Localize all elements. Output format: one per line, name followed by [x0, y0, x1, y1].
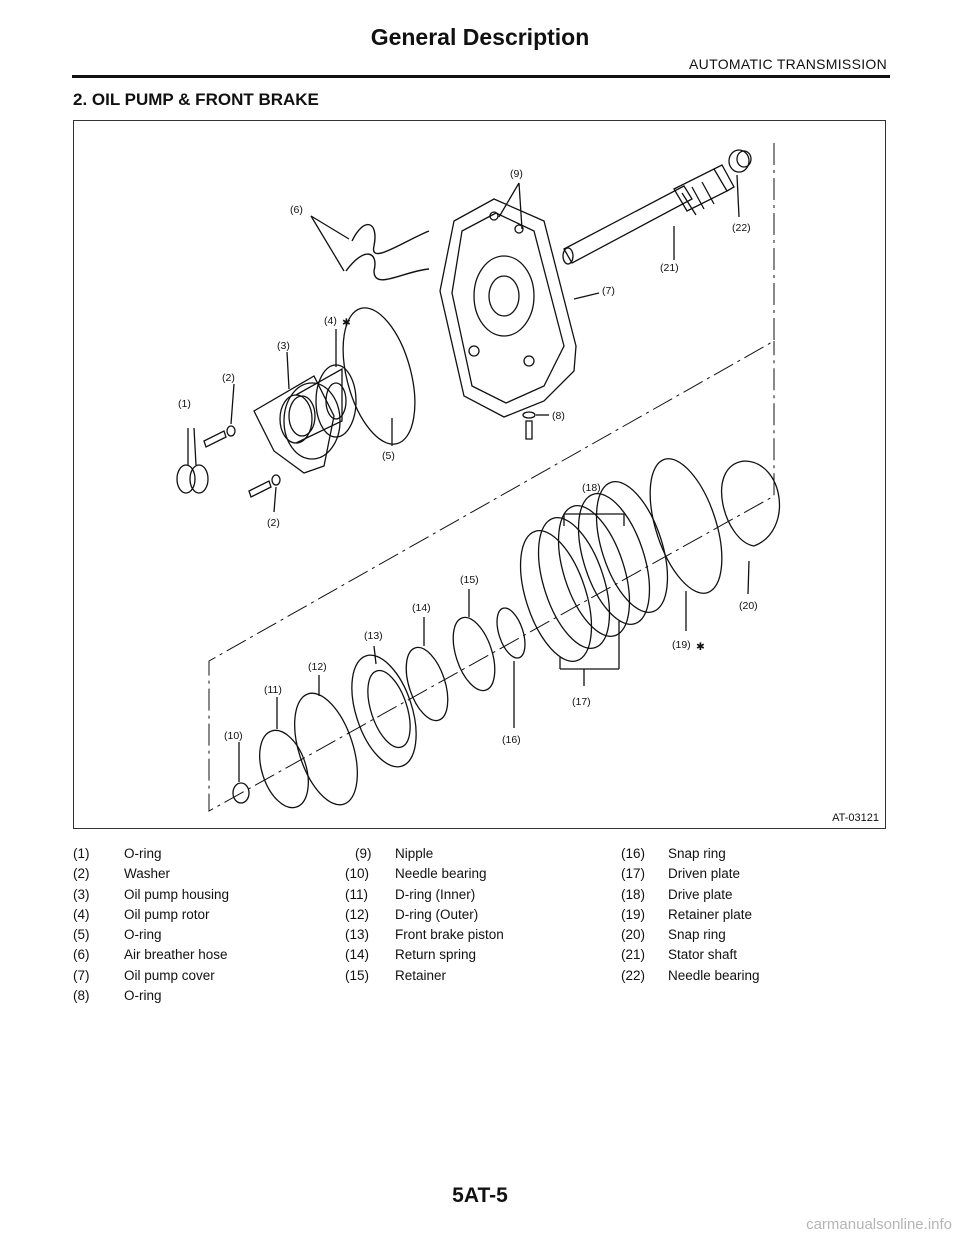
callout-6: (6) [290, 204, 303, 216]
callout-16: (16) [502, 734, 521, 746]
callout-4: (4) [324, 315, 337, 327]
o-ring-5 [342, 307, 416, 445]
legend-num: (20) [621, 927, 646, 943]
legend-name: Retainer [395, 967, 447, 983]
legend-num: (10) [345, 866, 370, 882]
legend-name: Retainer plate [668, 906, 753, 922]
callout-18: (18) [582, 482, 601, 494]
legend-num: (1) [73, 846, 90, 861]
parts-legend: (1) O-ring (9) Nipple (16) Snap ring (2) Was… [73, 846, 893, 1008]
legend-num: (21) [621, 947, 646, 963]
legend-num: (3) [73, 886, 90, 902]
legend-name: Oil pump housing [124, 886, 230, 902]
callout-22: (22) [732, 222, 751, 234]
callout-14: (14) [412, 602, 431, 614]
legend-num: (15) [345, 967, 370, 983]
callout-11: (11) [264, 684, 282, 696]
legend-num: (11) [345, 886, 369, 902]
callout-20: (20) [739, 600, 758, 612]
front-brake-piston [351, 654, 417, 768]
legend-num: (9) [355, 846, 372, 861]
legend-name: O-ring [124, 846, 162, 861]
legend-name: O-ring [124, 927, 162, 943]
legend-num: (7) [73, 967, 90, 983]
callout-13: (13) [364, 630, 383, 642]
legend-name: Oil pump cover [124, 967, 215, 983]
callout-12: (12) [308, 661, 327, 673]
needle-bearing-10 [232, 782, 250, 804]
oil-pump-cover [439, 198, 577, 418]
page-title: General Description [370, 24, 590, 50]
legend-name: Drive plate [668, 886, 733, 902]
callout-8: (8) [552, 410, 565, 422]
legend-name: Driven plate [668, 866, 741, 882]
legend-num: (6) [73, 947, 90, 963]
air-breather-hoses [345, 223, 430, 281]
callout-9: (9) [510, 168, 523, 180]
legend-num: (8) [73, 988, 90, 1004]
legend-num: (14) [345, 947, 370, 963]
legend-name: Needle bearing [395, 866, 487, 882]
legend-num: (12) [345, 906, 370, 922]
legend-name: Air breather hose [124, 947, 228, 963]
callout-17: (17) [572, 696, 591, 708]
section-title: 2. OIL PUMP & FRONT BRAKE [73, 90, 319, 109]
legend-num: (13) [345, 927, 370, 943]
callout-3: (3) [277, 340, 290, 352]
legend-num: (2) [73, 866, 90, 882]
callout-4-star: ✱ [342, 317, 351, 329]
figure-id: AT-03121 [832, 812, 879, 824]
legend-num: (18) [621, 886, 646, 902]
legend-name: Snap ring [668, 846, 726, 861]
callout-2a: (2) [222, 372, 235, 384]
legend-name: Needle bearing [668, 967, 760, 983]
legend-name: Oil pump rotor [124, 906, 210, 922]
oil-pump-housing [253, 367, 343, 474]
watermark: carmanualsonline.info [806, 1216, 952, 1233]
legend-name: O-ring [124, 988, 162, 1004]
legend-name: D-ring (Inner) [395, 886, 476, 902]
legend-name: Front brake piston [395, 927, 504, 943]
legend-num: (4) [73, 906, 90, 922]
legend-num: (22) [621, 967, 646, 983]
legend-name: Return spring [395, 947, 477, 963]
legend-name: D-ring (Outer) [395, 906, 479, 922]
callout-7: (7) [602, 285, 615, 297]
legend-num: (16) [621, 846, 646, 861]
legend-name: Snap ring [668, 927, 726, 943]
callout-19: (19) [672, 639, 691, 651]
callout-1: (1) [178, 398, 191, 410]
exploded-view-figure: (1) (2) (2) (3) (4) ✱ (5) (6) (7) (8) (9… [73, 120, 886, 829]
callout-10: (10) [224, 730, 243, 742]
legend-name: Washer [124, 866, 171, 882]
legend-num: (17) [621, 866, 646, 882]
callout-5: (5) [382, 450, 395, 462]
section-header: AUTOMATIC TRANSMISSION [689, 56, 887, 72]
page-number: 5AT-5 [452, 1184, 508, 1207]
callout-2b: (2) [267, 517, 280, 529]
callout-15: (15) [460, 574, 479, 586]
callout-21: (21) [660, 262, 679, 274]
needle-bearing-22 [728, 149, 752, 173]
legend-name: Nipple [395, 846, 434, 861]
assembly-boundary [208, 143, 775, 812]
legend-num: (5) [73, 927, 90, 943]
exploded-view-drawing: (1) (2) (2) (3) (4) ✱ (5) (6) (7) (8) (9… [176, 143, 781, 812]
legend-num: (19) [621, 906, 646, 922]
legend-name: Stator shaft [668, 947, 738, 963]
stator-shaft [562, 164, 735, 265]
header-rule [72, 75, 890, 78]
callout-19-star: ✱ [696, 641, 705, 653]
